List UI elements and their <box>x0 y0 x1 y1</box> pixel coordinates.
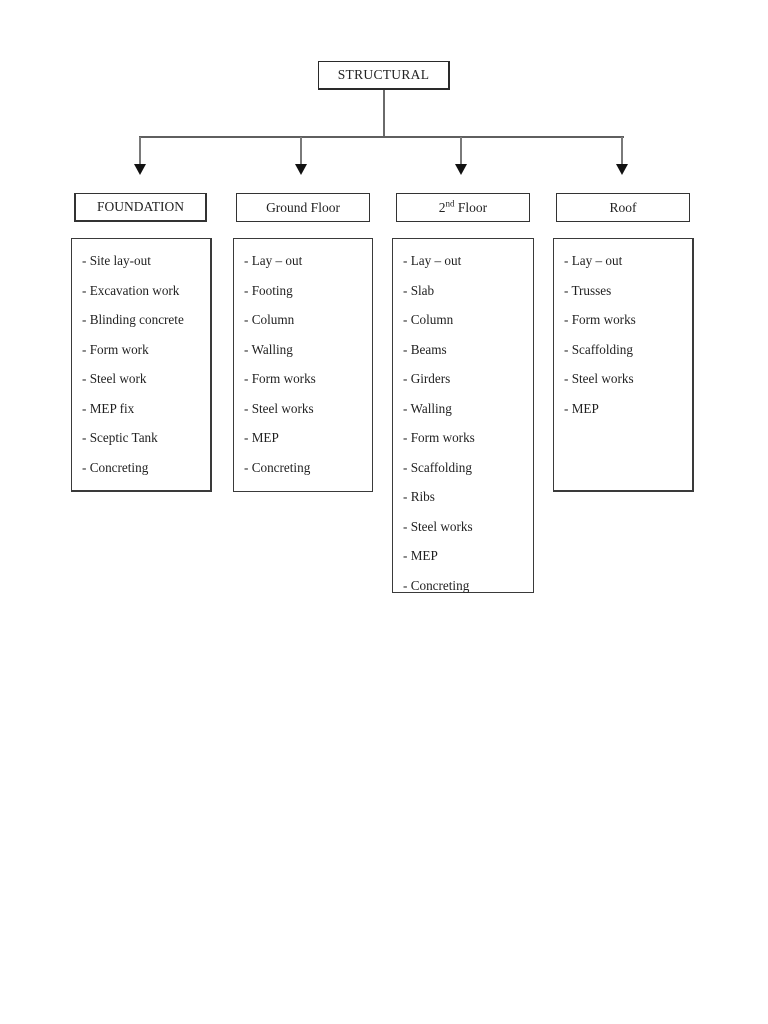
task-list-items-second-floor: - Lay – out - Slab - Column - Beams - Girder… <box>393 246 533 600</box>
task-list-item: - MEP <box>244 430 279 445</box>
task-list-item: - Steel works <box>244 400 314 416</box>
task-list-item: - Site lay-out <box>82 253 151 268</box>
task-list-item: - Concreting <box>244 459 311 475</box>
task-list-roof: - Lay – out - Trusses - Form works - Scaffo… <box>553 238 694 492</box>
task-list-item: - Form work <box>82 341 149 357</box>
task-list-item: - Steel work <box>82 371 147 386</box>
task-list-item: - MEP <box>403 548 438 563</box>
task-list-ground-floor: - Lay – out - Footing - Column - Walling - F… <box>233 238 373 492</box>
task-list-item: - Beams <box>403 341 447 357</box>
task-list-item: - Girders <box>403 371 451 386</box>
task-list-item: - Form works <box>403 430 475 445</box>
task-list-item: - Excavation work <box>82 282 180 298</box>
header-label-second-floor: 2nd Floor <box>438 198 488 215</box>
root-node-structural[interactable]: STRUCTURAL <box>318 61 450 90</box>
header-label-second-floor-superscript: nd <box>445 198 455 209</box>
root-node-label: STRUCTURAL <box>337 67 430 82</box>
task-list-item: - Column <box>403 312 454 327</box>
task-list-item: - Slab <box>403 282 435 298</box>
task-list-item: - Footing <box>244 282 293 298</box>
task-list-item: - Walling <box>244 341 293 357</box>
header-label-second-floor-prefix: 2 <box>438 199 446 215</box>
task-list-item: - Walling <box>403 400 452 416</box>
header-label-ground-floor: Ground Floor <box>266 199 340 215</box>
task-list-item: - MEP fix <box>82 400 135 416</box>
arrow-down-icon-roof <box>616 164 628 175</box>
task-list-item: - Steel works <box>564 371 634 386</box>
header-label-roof: Roof <box>609 199 637 215</box>
task-list-item: - Scaffolding <box>564 341 633 357</box>
task-list-items-roof: - Lay – out - Trusses - Form works - Scaffo… <box>554 246 692 423</box>
connector-drop-second-floor <box>460 137 462 166</box>
task-list-item: - Lay – out <box>564 253 623 268</box>
task-list-item: - Form works <box>244 371 316 386</box>
task-list-items-foundation: - Site lay-out - Excavation work - Blindin… <box>72 246 210 482</box>
arrow-down-icon-ground-floor <box>295 164 307 175</box>
header-label-second-floor-suffix: Floor <box>454 199 488 215</box>
task-list-item: - Form works <box>564 312 636 327</box>
task-list-item: - Lay – out <box>244 253 303 268</box>
horizontal-bus-line <box>139 136 624 138</box>
connector-drop-foundation <box>139 137 141 166</box>
root-stem-line <box>383 90 385 137</box>
header-box-foundation[interactable]: FOUNDATION <box>74 193 207 222</box>
connector-drop-ground-floor <box>300 137 302 166</box>
task-list-item: - Lay – out <box>403 253 462 268</box>
task-list-item: - Scaffolding <box>403 459 472 475</box>
header-box-ground-floor[interactable]: Ground Floor <box>236 193 370 222</box>
task-list-foundation: - Site lay-out - Excavation work - Blindin… <box>71 238 212 492</box>
task-list-item: - Trusses <box>564 282 612 298</box>
task-list-item: - Steel works <box>403 518 473 534</box>
task-list-item: - Sceptic Tank <box>82 430 158 445</box>
task-list-item: - Blinding concrete <box>82 312 184 327</box>
task-list-item: - MEP <box>564 400 599 416</box>
header-box-second-floor[interactable]: 2nd Floor <box>396 193 530 222</box>
arrow-down-icon-second-floor <box>455 164 467 175</box>
task-list-item: - Concreting <box>82 459 149 475</box>
task-list-item: - Column <box>244 312 295 327</box>
task-list-item: - Ribs <box>403 489 435 504</box>
arrow-down-icon-foundation <box>134 164 146 175</box>
task-list-second-floor: - Lay – out - Slab - Column - Beams - Girder… <box>392 238 534 593</box>
connector-drop-roof <box>621 137 623 166</box>
task-list-item: - Concreting <box>403 577 470 593</box>
header-label-foundation: FOUNDATION <box>97 199 184 215</box>
task-list-items-ground-floor: - Lay – out - Footing - Column - Walling - F… <box>234 246 372 482</box>
header-box-roof[interactable]: Roof <box>556 193 690 222</box>
